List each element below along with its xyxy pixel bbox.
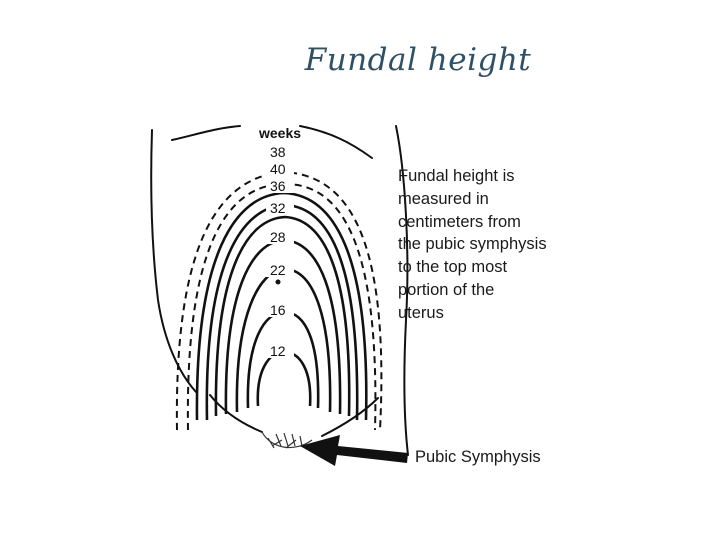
week-label-backgrounds [266, 145, 294, 358]
pubic-symphysis-label: Pubic Symphysis [415, 448, 541, 466]
left-shoulder-line [171, 125, 241, 141]
pubic-arrow [300, 435, 408, 466]
week-mark-40: 40 [270, 161, 286, 177]
week-mark-36: 36 [270, 178, 286, 194]
slide-title: Fundal height [304, 42, 532, 78]
abdomen-right-edge [395, 125, 409, 456]
week-mark-12: 12 [270, 343, 286, 359]
left-groin-line [209, 394, 263, 433]
weeks-label: weeks [258, 125, 301, 141]
caption-line: measured in [398, 189, 489, 208]
week-mark-32: 32 [270, 200, 286, 216]
week-mark-28: 28 [270, 229, 286, 245]
caption-line: the pubic symphysis [398, 235, 547, 254]
contour-12-weeks [256, 350, 312, 407]
caption-line: to the top most [398, 258, 508, 277]
right-shoulder-line [299, 125, 373, 159]
contour-22-weeks [235, 267, 332, 413]
fundal-height-caption: Fundal height is measured in centimeters… [398, 165, 588, 325]
right-groin-line [321, 397, 379, 437]
contour-32-weeks [214, 215, 351, 417]
pubic-symphysis-mark [261, 431, 313, 449]
week-mark-16: 16 [270, 302, 286, 318]
caption-line: portion of the [398, 280, 495, 299]
navel-dot [275, 279, 281, 285]
week-mark-22: 22 [270, 262, 286, 278]
caption-line: uterus [398, 303, 444, 322]
week-mark-38: 38 [270, 144, 286, 160]
caption-line: centimeters from [398, 212, 521, 231]
caption-line: Fundal height is [398, 167, 515, 185]
